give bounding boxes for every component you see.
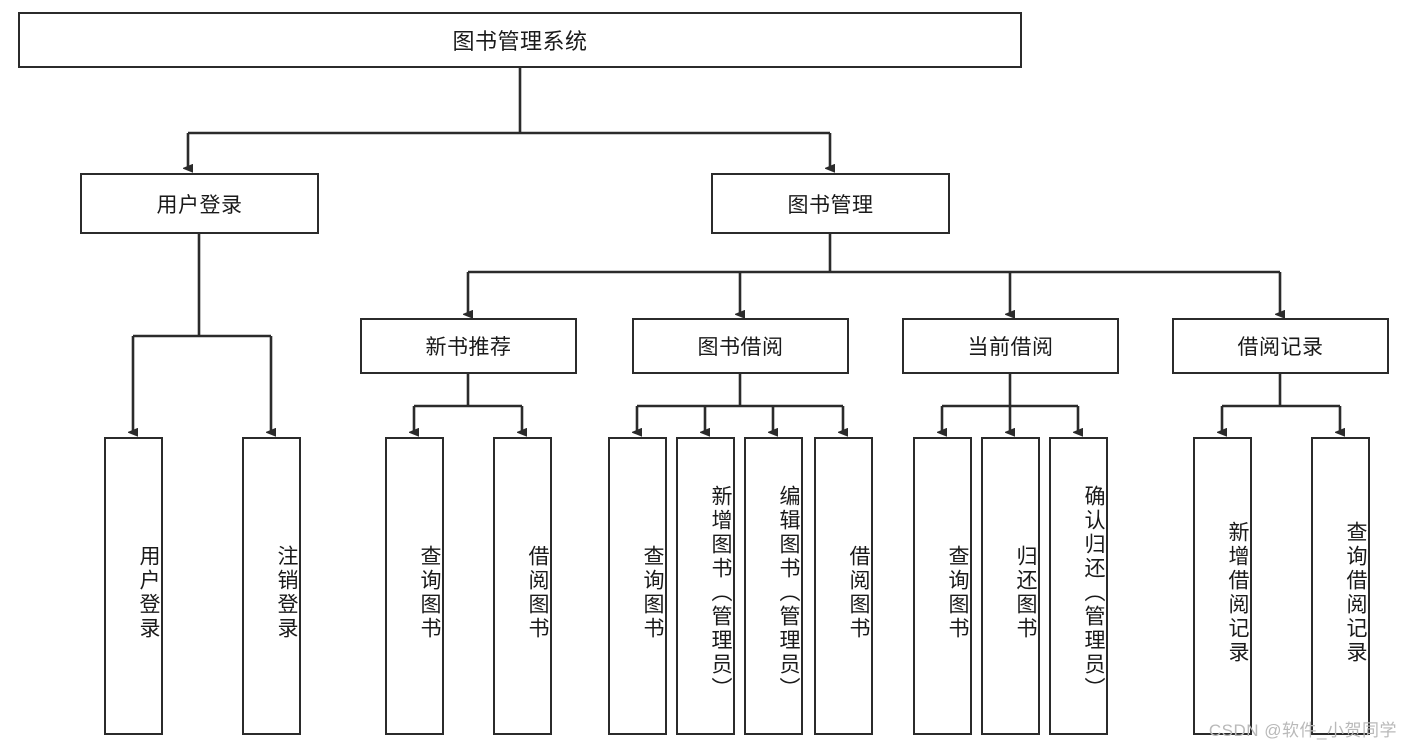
leaf-confirm-return-admin[interactable]: 确认归还（管理员） bbox=[1049, 437, 1108, 735]
leaf-borrow-book-recommend[interactable]: 借阅图书 bbox=[493, 437, 552, 735]
node-book-management[interactable]: 图书管理 bbox=[711, 173, 950, 234]
node-label: 图书管理 bbox=[787, 193, 874, 217]
leaf-query-book-recommend[interactable]: 查询图书 bbox=[385, 437, 444, 735]
node-label: 借阅记录 bbox=[1237, 336, 1324, 359]
leaf-borrow-book[interactable]: 借阅图书 bbox=[814, 437, 873, 735]
node-label: 注销登录 bbox=[275, 545, 298, 641]
node-label: 用户登录 bbox=[137, 545, 160, 641]
node-label: 查询图书 bbox=[641, 545, 664, 641]
node-label: 当前借阅 bbox=[967, 336, 1054, 359]
node-label: 确认归还（管理员） bbox=[1082, 485, 1105, 701]
node-book-borrow[interactable]: 图书借阅 bbox=[632, 318, 849, 374]
leaf-query-borrow-record[interactable]: 查询借阅记录 bbox=[1311, 437, 1370, 735]
node-root-system[interactable]: 图书管理系统 bbox=[18, 12, 1022, 68]
node-current-borrow[interactable]: 当前借阅 bbox=[902, 318, 1119, 374]
node-user-login[interactable]: 用户登录 bbox=[80, 173, 319, 234]
leaf-logout[interactable]: 注销登录 bbox=[242, 437, 301, 735]
node-label: 图书借阅 bbox=[697, 336, 784, 359]
leaf-user-login[interactable]: 用户登录 bbox=[104, 437, 163, 735]
node-label: 归还图书 bbox=[1014, 545, 1037, 641]
node-label: 查询图书 bbox=[418, 545, 441, 641]
leaf-add-book-admin[interactable]: 新增图书（管理员） bbox=[676, 437, 735, 735]
node-label: 图书管理系统 bbox=[452, 29, 588, 54]
node-label: 用户登录 bbox=[156, 193, 243, 217]
node-new-book-recommend[interactable]: 新书推荐 bbox=[360, 318, 577, 374]
node-label: 新增借阅记录 bbox=[1226, 521, 1249, 665]
node-label: 查询借阅记录 bbox=[1344, 521, 1367, 665]
node-label: 借阅图书 bbox=[526, 545, 549, 641]
node-borrow-record[interactable]: 借阅记录 bbox=[1172, 318, 1389, 374]
leaf-edit-book-admin[interactable]: 编辑图书（管理员） bbox=[744, 437, 803, 735]
leaf-return-book[interactable]: 归还图书 bbox=[981, 437, 1040, 735]
node-label: 查询图书 bbox=[946, 545, 969, 641]
leaf-query-book-current[interactable]: 查询图书 bbox=[913, 437, 972, 735]
leaf-query-book-borrow[interactable]: 查询图书 bbox=[608, 437, 667, 735]
node-label: 新书推荐 bbox=[425, 336, 512, 359]
node-label: 编辑图书（管理员） bbox=[777, 485, 800, 701]
leaf-add-borrow-record[interactable]: 新增借阅记录 bbox=[1193, 437, 1252, 735]
watermark: CSDN @软件_小贺同学 bbox=[1208, 721, 1397, 740]
node-label: 借阅图书 bbox=[847, 545, 870, 641]
node-label: 新增图书（管理员） bbox=[709, 485, 732, 701]
